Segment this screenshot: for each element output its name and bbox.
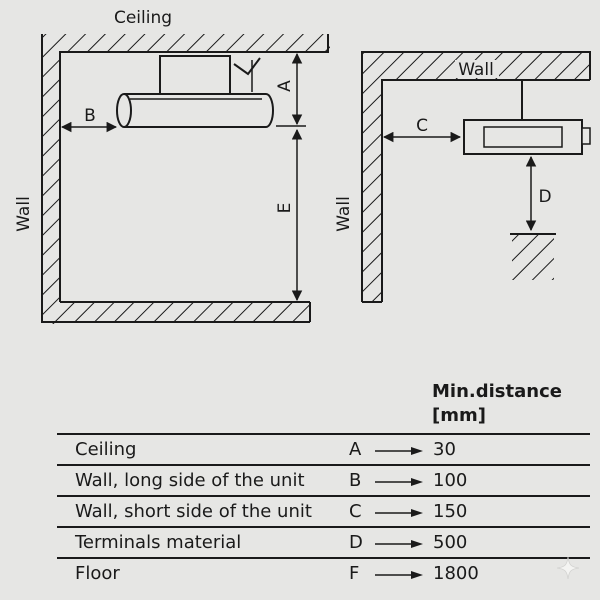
left-room-diagram: A B E Ceiling Wall [14,8,330,324]
installation-clearance-diagram: A B E Ceiling Wall Wall [14,8,592,324]
dimension-c: C [382,116,462,143]
dimension-a: A [275,52,306,127]
table-row: Ceiling A 30 [57,433,590,464]
row-value: 1800 [433,563,479,584]
table-row: Terminals material D 500 [57,526,590,557]
row-value: 30 [433,439,456,460]
row-description: Ceiling [75,439,137,460]
svg-text:A: A [275,80,295,92]
dimension-d: D [525,155,552,232]
arrow-right-icon [375,478,423,486]
right-unit [463,119,591,155]
svg-text:D: D [538,187,551,207]
floor-slab [42,302,310,322]
arrow-right-icon [375,571,423,579]
right-side-wall-label: Wall [334,196,354,232]
angle-mark [233,57,261,76]
sparkle-icon [556,556,580,580]
row-code: B [349,470,362,491]
row-value: 150 [433,501,468,522]
row-code: F [349,563,360,584]
header-line-2: [mm] [432,405,486,426]
ceiling-slab [42,34,330,52]
arrow-right-icon [375,509,423,517]
min-distance-table: Ceiling A 30 Wall, long side of the unit… [57,433,590,588]
header-line-1: Min.distance [432,381,562,402]
svg-text:C: C [416,116,428,136]
dimension-b: B [60,106,118,133]
row-description: Floor [75,563,120,584]
left-wall-label: Wall [14,196,34,232]
row-description: Wall, long side of the unit [75,470,305,491]
row-code: C [349,501,362,522]
table-row: Wall, long side of the unit B 100 [57,464,590,495]
table-row: Floor F 1800 [57,557,590,588]
right-room-diagram: Wall C D Wall [334,51,592,310]
table-column-header: Min.distance [mm] [432,380,562,428]
table-row: Wall, short side of the unit C 150 [57,495,590,526]
ceiling-label: Ceiling [114,8,172,28]
unit-bracket [159,55,231,95]
cylindrical-unit [116,93,274,128]
row-code: D [349,532,363,553]
row-description: Wall, short side of the unit [75,501,312,522]
row-description: Terminals material [75,532,242,553]
svg-text:E: E [275,203,295,214]
right-side-wall-slab [362,52,382,302]
row-value: 100 [433,470,468,491]
left-wall-slab [42,34,60,324]
dimension-e: E [275,128,303,302]
terminals-block [510,233,556,280]
row-code: A [349,439,362,460]
row-value: 500 [433,532,468,553]
right-top-wall-label: Wall [458,60,494,80]
svg-text:B: B [84,106,96,126]
arrow-right-icon [375,540,423,548]
arrow-right-icon [375,447,423,455]
